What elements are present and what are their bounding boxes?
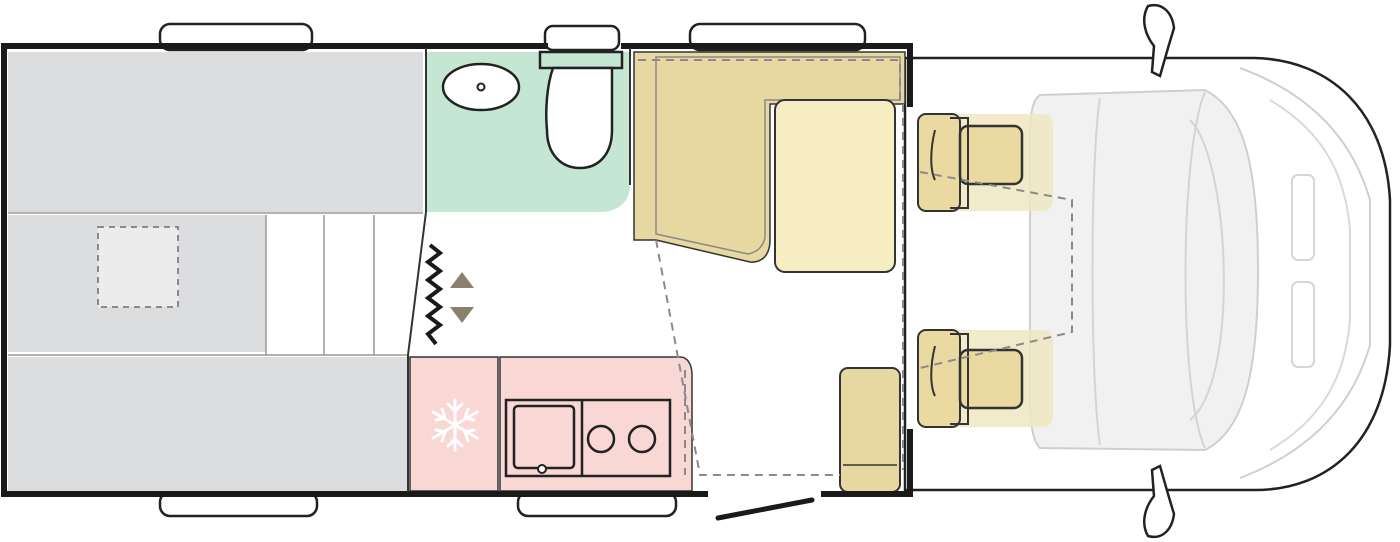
cab-nose-line (1239, 67, 1371, 479)
basin-drain (476, 82, 486, 92)
triangle-up-icon (450, 272, 474, 288)
lounge (633, 51, 906, 493)
seat-cushion (958, 348, 1024, 410)
cab-seats (917, 113, 1053, 428)
sink-drain (537, 464, 547, 474)
hob-sink-frame (504, 398, 672, 478)
snowflake-icon (431, 398, 479, 452)
mirrors (1143, 3, 1176, 539)
kitchen-sink (512, 404, 576, 470)
rear-beds (8, 52, 423, 491)
window-top-bathroom (543, 24, 621, 52)
mirror-bottom (1143, 464, 1176, 539)
dashed-outlines (638, 59, 1073, 476)
walls (1, 43, 913, 497)
roof-hatch (97, 226, 179, 308)
heater-zigzag-icon (424, 243, 444, 346)
dashed-drop-bed-top (638, 59, 901, 104)
passenger-seat (917, 113, 1053, 212)
bed-upper (8, 52, 423, 212)
hob-burner-2 (627, 424, 657, 454)
bed-lower (8, 357, 408, 491)
partitions (407, 48, 631, 492)
dashed-drop-bed-left (655, 239, 840, 476)
hob-burner-1 (586, 424, 616, 454)
cab-vent-lower (1291, 281, 1315, 368)
mirror-top (1143, 3, 1176, 78)
entrance-door (715, 497, 815, 521)
windows (158, 22, 867, 518)
seat-cushion (958, 124, 1024, 186)
bed-ladder (265, 215, 375, 355)
lounge-table (774, 99, 896, 273)
cab-vent-upper (1291, 174, 1315, 261)
toilet-bowl (545, 66, 614, 170)
triangle-down-icon (450, 307, 474, 323)
side-seat (839, 367, 901, 493)
kitchen (409, 356, 693, 492)
cab-bonnet-line (1269, 99, 1351, 451)
driver-seat (917, 329, 1053, 428)
wall-rear-and-sides (1, 43, 708, 497)
toilet-cistern (538, 50, 624, 70)
bathroom (426, 50, 630, 212)
dashed-cab-bed (919, 171, 1073, 369)
wall-top-front (621, 43, 913, 107)
